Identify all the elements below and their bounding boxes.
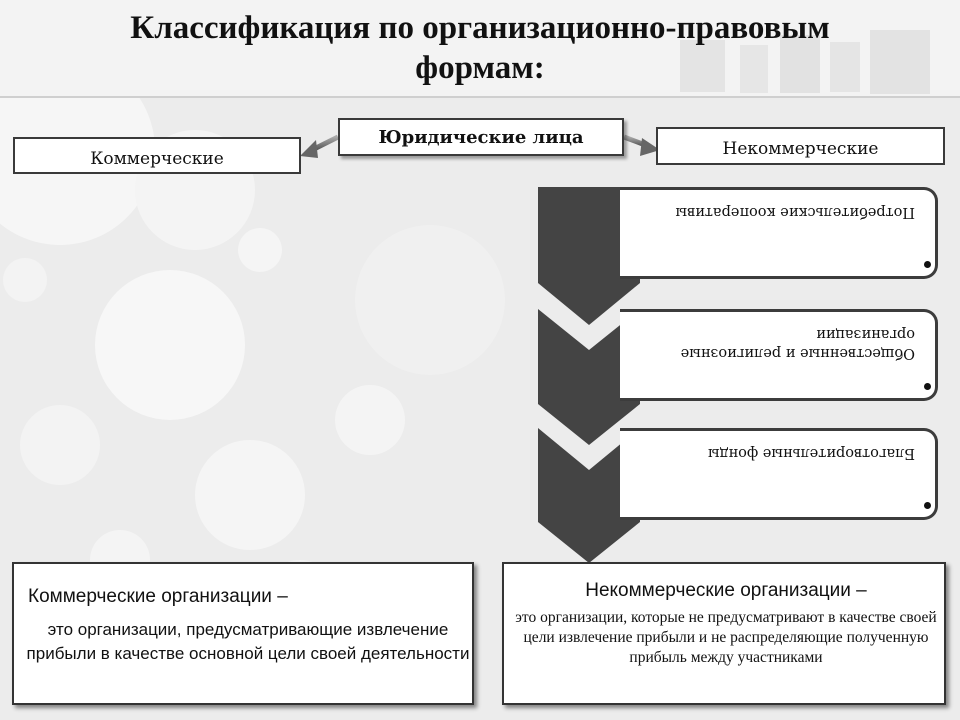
slide-title-line-1: Классификация по организационно-правовым	[130, 10, 830, 46]
slide-title: Классификация по организационно-правовым…	[0, 8, 960, 88]
bullet-icon	[924, 383, 931, 390]
definition-commercial: Коммерческие организации – это организац…	[12, 562, 474, 705]
definition-term: Некоммерческие организации –	[585, 580, 867, 601]
title-divider	[0, 96, 960, 98]
definition-text: это организации, которые не предусматрив…	[515, 609, 937, 666]
noncommercial-item: Потребительские кооперативы	[620, 187, 938, 279]
noncommercial-item: Общественные и религиозные организации	[620, 309, 938, 401]
definition-noncommercial: Некоммерческие организации – это организ…	[502, 562, 946, 705]
definition-term: Коммерческие организации –	[28, 586, 288, 607]
bullet-icon	[924, 502, 931, 509]
definition-text: это организации, предусматривающие извле…	[26, 620, 470, 663]
bullet-icon	[924, 261, 931, 268]
noncommercial-item-text: Общественные и религиозные организации	[680, 326, 915, 361]
branch-noncommercial: Некоммерческие	[656, 127, 945, 165]
branch-commercial: Коммерческие	[13, 137, 301, 174]
noncommercial-item-text: Потребительские кооперативы	[675, 204, 915, 220]
root-node-legal-entities: Юридические лица	[338, 118, 624, 156]
noncommercial-item: Благотворительные фонды	[620, 428, 938, 520]
slide-title-line-2: формам:	[415, 50, 545, 86]
noncommercial-item-text: Благотворительные фонды	[707, 445, 915, 461]
